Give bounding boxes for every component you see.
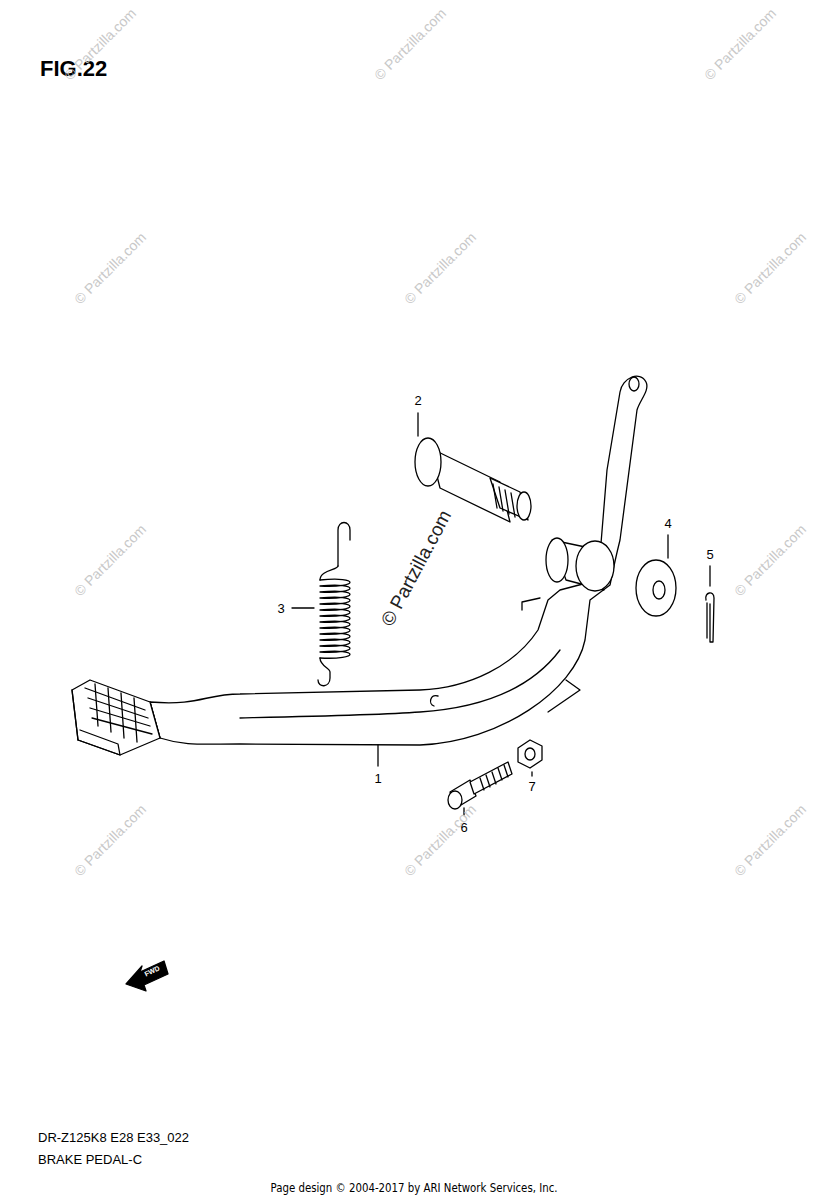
watermark: © Partzilla.com	[702, 6, 779, 83]
watermark: © Partzilla.com	[732, 522, 809, 599]
watermark: © Partzilla.com	[72, 230, 149, 307]
return-spring	[292, 523, 350, 686]
nut	[518, 740, 542, 776]
callout-number: 2	[414, 394, 421, 407]
watermark: © Partzilla.com	[372, 6, 449, 83]
forward-arrow	[126, 961, 168, 991]
watermark: © Partzilla.com	[732, 802, 809, 879]
callout-number: 1	[374, 772, 381, 785]
callout-number: 3	[277, 602, 284, 615]
watermark: © Partzilla.com	[402, 802, 479, 879]
watermark: © Partzilla.com	[402, 230, 479, 307]
watermark: © Partzilla.com	[72, 522, 149, 599]
brake-pedal	[72, 376, 647, 755]
watermark: © Partzilla.com	[378, 507, 455, 629]
figure-code: DR-Z125K8 E28 E33_022	[38, 1131, 189, 1144]
watermark: © Partzilla.com	[72, 802, 149, 879]
bolt	[448, 762, 512, 815]
cotter-pin	[706, 566, 714, 642]
callout-number: 5	[706, 548, 713, 561]
pivot-shaft	[415, 413, 531, 522]
callout-number: 7	[528, 780, 535, 793]
washer	[636, 535, 676, 616]
watermark: © Partzilla.com	[732, 230, 809, 307]
copyright-note: Page design © 2004-2017 by ARI Network S…	[270, 1182, 557, 1194]
figure-name: BRAKE PEDAL-C	[38, 1153, 142, 1166]
callout-number: 4	[664, 517, 671, 530]
